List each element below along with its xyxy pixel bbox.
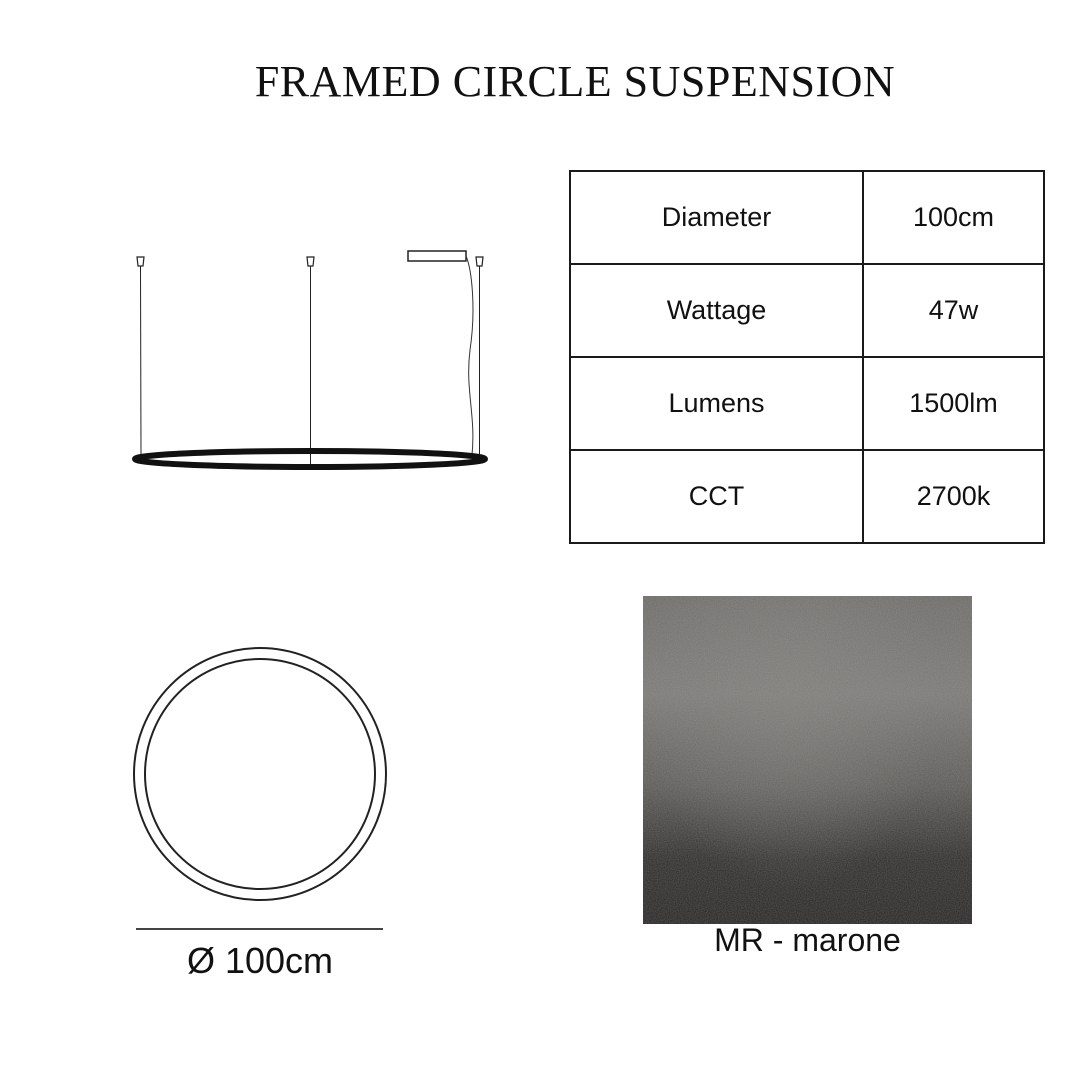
finish-label: MR - marone — [714, 922, 901, 958]
driver-box — [407, 250, 467, 262]
canopy-left — [136, 256, 145, 267]
ring-side — [132, 448, 488, 470]
spec-label-lumens: Lumens — [569, 356, 864, 451]
spec-label-cct: CCT — [569, 449, 864, 544]
ring-outer — [133, 647, 387, 901]
table-row: Lumens 1500lm — [569, 356, 1046, 451]
power-cable — [465, 255, 474, 456]
ring-inner — [144, 658, 376, 890]
top-view-drawing — [133, 647, 387, 930]
spec-value-diameter: 100cm — [861, 170, 1046, 265]
canopy-right — [475, 256, 484, 267]
page-title: FRAMED CIRCLE SUSPENSION — [254, 57, 896, 106]
side-view-drawing — [132, 250, 488, 470]
spec-value-cct: 2700k — [861, 449, 1046, 544]
wire-left — [140, 265, 142, 455]
finish-swatch — [643, 596, 972, 924]
diameter-dimension-label: Ø 100cm — [186, 940, 334, 981]
table-row: Wattage 47w — [569, 263, 1046, 358]
table-row: Diameter 100cm — [569, 170, 1046, 265]
spec-label-wattage: Wattage — [569, 263, 864, 358]
spec-value-lumens: 1500lm — [861, 356, 1046, 451]
canopy-middle — [306, 256, 315, 267]
swatch-texture — [643, 596, 972, 924]
spec-value-wattage: 47w — [861, 263, 1046, 358]
table-row: CCT 2700k — [569, 449, 1046, 544]
spec-table: Diameter 100cm Wattage 47w Lumens 1500lm… — [569, 170, 1046, 544]
spec-label-diameter: Diameter — [569, 170, 864, 265]
